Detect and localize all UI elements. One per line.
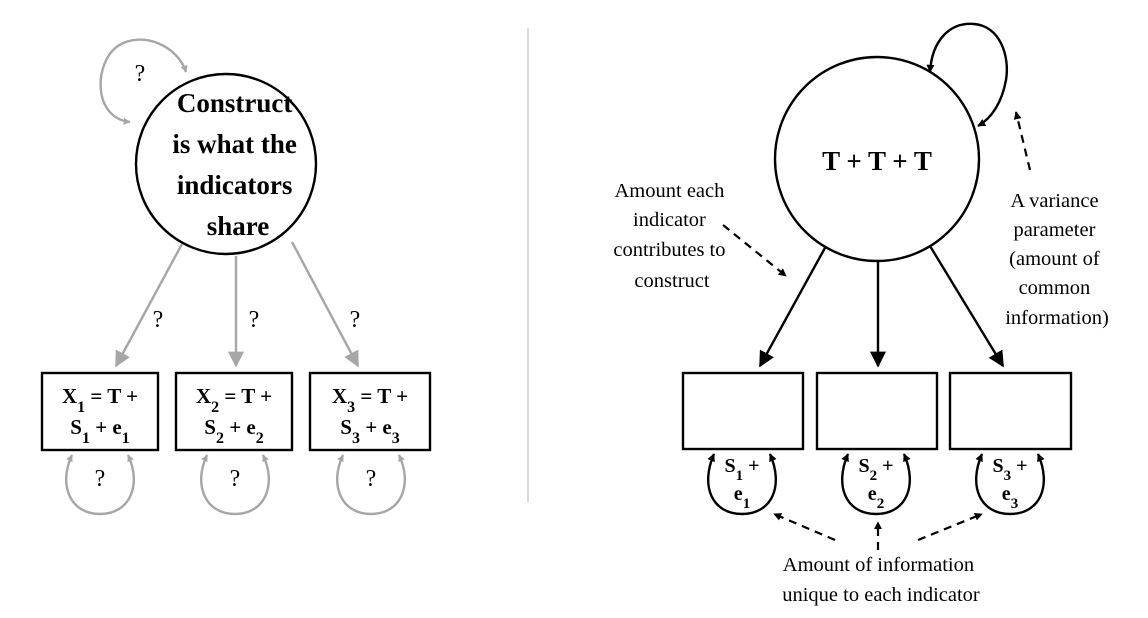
left-residual-loop-2 <box>200 454 270 516</box>
left-residual-question-2: ? <box>230 466 241 492</box>
left-indicator-box-1: X1 = T + S1 + e1 <box>40 371 160 452</box>
svg-text:S3 +: S3 + <box>992 455 1027 484</box>
left-residual-loop-3 <box>336 454 406 516</box>
left-residual-question-1: ? <box>95 466 106 492</box>
left-indicator-box-3: X3 = T + S3 + e3 <box>308 371 432 452</box>
right-indicator-box-2 <box>815 371 939 451</box>
right-residual-loop-2 <box>841 453 911 516</box>
right-loading-arrow-3 <box>928 245 1005 368</box>
left-construct-line: is what the <box>172 129 297 159</box>
indicator-equation-line1: X1 = T + <box>62 384 138 416</box>
right-residual-label-1: S1 + e1 <box>724 455 759 512</box>
left-variance-loop <box>99 38 188 125</box>
right-panel: T + T + T A variance parameter (amount o… <box>613 22 1109 606</box>
left-loading-question-3: ? <box>350 307 361 333</box>
variance-pointer-arrow <box>1013 111 1032 171</box>
right-construct-label: T + T + T <box>822 146 932 176</box>
right-residual-loop-1 <box>707 453 777 516</box>
right-residual-label-3: S3 + e3 <box>992 455 1027 512</box>
left-indicator-box-2: X2 = T + S2 + e2 <box>174 371 294 452</box>
indicator-equation-line1: X3 = T + <box>332 384 408 416</box>
left-construct-line: Construct <box>177 88 293 118</box>
indicator-equation-line2: S1 + e1 <box>70 415 129 447</box>
indicator-equation-line1: X2 = T + <box>196 384 272 416</box>
left-construct-label: Construct is what the indicators share <box>172 88 303 241</box>
indicator-equation-line2: S2 + e2 <box>204 415 263 447</box>
left-residual-question-3: ? <box>366 466 377 492</box>
variance-note: A variance parameter (amount of common i… <box>1005 190 1109 329</box>
svg-text:e1: e1 <box>734 483 750 512</box>
loading-pointer-arrow <box>722 224 787 277</box>
left-variance-question: ? <box>135 61 146 87</box>
right-indicator-box-3 <box>948 371 1073 451</box>
svg-text:S2 +: S2 + <box>858 455 893 484</box>
svg-text:S1 +: S1 + <box>724 455 759 484</box>
right-residual-loop-3 <box>975 453 1045 516</box>
left-loading-arrow-3 <box>290 241 360 368</box>
right-residual-label-2: S2 + e2 <box>858 455 893 512</box>
right-indicator-box-1 <box>681 371 805 451</box>
right-loading-arrow-1 <box>758 245 828 368</box>
left-loading-arrow-1 <box>114 243 184 368</box>
left-loading-question-1: ? <box>153 307 164 333</box>
unique-info-note: Amount of information unique to each ind… <box>782 554 980 606</box>
left-construct-line: share <box>207 211 270 241</box>
loading-note: Amount each indicator contributes to con… <box>613 180 730 292</box>
left-panel: Construct is what the indicators share ?… <box>40 38 432 516</box>
svg-text:e2: e2 <box>868 483 884 512</box>
right-variance-loop <box>926 22 1008 128</box>
indicator-equation-line2: S3 + e3 <box>340 415 399 447</box>
left-residual-loop-1 <box>65 454 135 516</box>
left-loading-question-2: ? <box>249 307 260 333</box>
unique-pointer-arrow-3 <box>917 512 983 542</box>
unique-pointer-arrow-1 <box>773 512 836 542</box>
svg-text:e3: e3 <box>1002 483 1018 512</box>
left-construct-line: indicators <box>177 170 293 200</box>
